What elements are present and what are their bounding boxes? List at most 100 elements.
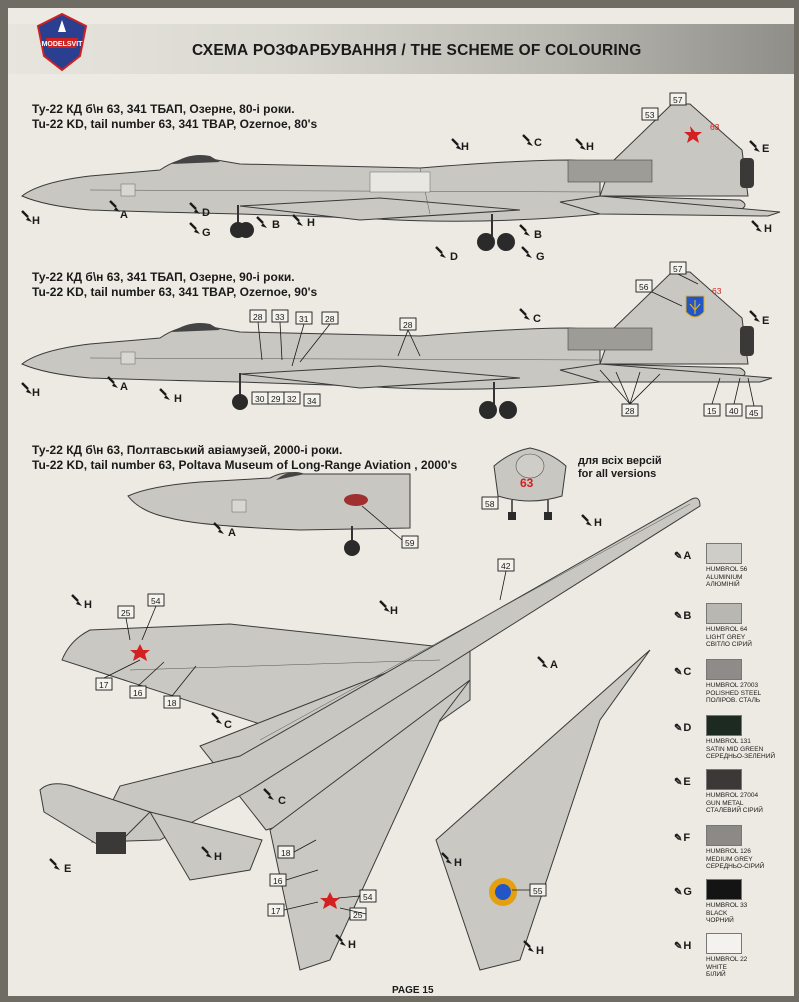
svg-text:63: 63 [520, 476, 534, 490]
decal-54: 54 [363, 892, 373, 902]
decal-17: 17 [99, 680, 109, 690]
paint-letter: A [683, 550, 692, 562]
decal-18: 18 [281, 848, 291, 858]
callout-h: H [586, 141, 594, 153]
decal-30: 30 [255, 394, 265, 404]
callout-h: H [594, 517, 602, 529]
callout-c: C [278, 795, 286, 807]
brush-icon: ✎ [674, 551, 683, 562]
decal-25: 25 [353, 910, 363, 920]
view1-caption: Ту-22 КД б\н 63, 341 ТБАП, Озерне, 80-і … [32, 102, 317, 132]
paint-swatch [706, 603, 742, 624]
paint-swatch [706, 879, 742, 900]
paint-letter: F [683, 832, 691, 844]
decal-42: 42 [501, 561, 511, 571]
decal-58: 58 [485, 499, 495, 509]
svg-text:MODELSVIT: MODELSVIT [42, 41, 84, 48]
brush-icon: ✎ [674, 887, 683, 898]
paint-brand: HUMBROL 33 [706, 902, 748, 909]
decal-57: 57 [673, 95, 683, 105]
paint-brand: HUMBROL 27004 [706, 792, 759, 799]
decal-17: 17 [271, 906, 281, 916]
paint-name-en: GUN METAL [706, 799, 744, 807]
decal-number-boxes: 53 57 57 56 28 33 31 28 28 30 29 32 34 2… [95, 92, 763, 921]
bottom-view-wing [269, 649, 651, 971]
callout-h: H [461, 141, 469, 153]
top-view [39, 497, 701, 881]
brush-icon: ✎ [674, 833, 683, 844]
callout-h: H [32, 387, 40, 399]
paint-name-ua: ПОЛІРОВ. СТАЛЬ [706, 697, 761, 704]
all-versions-note: для всіх версій for all versions [578, 455, 662, 481]
callout-h: H [536, 945, 544, 957]
header-band [8, 24, 794, 74]
paint-brand: HUMBROL 64 [706, 626, 748, 633]
decal-18: 18 [167, 698, 177, 708]
callout-c: C [533, 313, 541, 325]
callout-h: H [84, 599, 92, 611]
callout-h: H [390, 605, 398, 617]
callout-h: H [348, 939, 356, 951]
paint-swatch [706, 543, 742, 564]
view1-caption-ua: Ту-22 КД б\н 63, 341 ТБАП, Озерне, 80-і … [32, 102, 295, 116]
paint-letter: D [683, 722, 692, 734]
callout-g: G [202, 227, 211, 239]
callout-h: H [32, 215, 40, 227]
decal-16: 16 [273, 876, 283, 886]
decal-15: 15 [707, 406, 717, 416]
brush-icon: ✎ [674, 941, 683, 952]
brush-icon: ✎ [674, 667, 683, 678]
brush-icon: ✎ [674, 723, 683, 734]
paint-brand: HUMBROL 131 [706, 738, 751, 745]
decal-59: 59 [405, 538, 415, 548]
paint-letter: B [683, 610, 692, 622]
paint-brand: HUMBROL 126 [706, 848, 751, 855]
callout-g: G [536, 251, 545, 263]
callout-b: B [272, 219, 280, 231]
decal-55: 55 [533, 886, 543, 896]
callout-h: H [214, 851, 222, 863]
decal-16: 16 [133, 688, 143, 698]
decal-57: 57 [673, 264, 683, 274]
view1-caption-en: Tu-22 KD, tail number 63, 341 TBAP, Ozer… [32, 117, 318, 131]
paint-swatch [706, 933, 742, 954]
all-versions-ua: для всіх версій [578, 455, 662, 467]
paint-name-en: WHITE [706, 963, 727, 971]
decal-28: 28 [625, 406, 635, 416]
svg-text:63: 63 [712, 286, 722, 296]
callout-e: E [762, 143, 769, 155]
paint-brand: HUMBROL 27003 [706, 682, 759, 689]
decal-28: 28 [403, 320, 413, 330]
paint-name-en: ALUMINIUM [706, 573, 743, 581]
paint-name-en: MEDIUM GREY [706, 855, 753, 863]
page-title: СХЕМА РОЗФАРБУВАННЯ / THE SCHEME OF COLO… [192, 42, 642, 59]
decal-40: 40 [729, 406, 739, 416]
view3-caption-en: Tu-22 KD, tail number 63, Poltava Museum… [32, 458, 458, 472]
modelsvit-logo: MODELSVIT [36, 12, 88, 72]
callout-h: H [307, 217, 315, 229]
callout-b: B [534, 229, 542, 241]
brush-icon: ✎ [674, 611, 683, 622]
view3-caption: Ту-22 КД б\н 63, Полтавський авіамузей, … [32, 443, 457, 473]
paint-name-ua: СЕРЕДНЬО-ЗЕЛЕНИЙ [706, 753, 776, 760]
front-view-nose-number: 63 [493, 447, 567, 520]
side-view-90s: 63 [21, 271, 773, 419]
side-view-80s: 63 [21, 103, 781, 251]
paint-name-ua: ЧОРНИЙ [706, 917, 734, 924]
decal-56: 56 [639, 282, 649, 292]
paint-swatch [706, 715, 742, 736]
paint-brand: HUMBROL 22 [706, 956, 748, 963]
callout-h: H [174, 393, 182, 405]
view2-caption-ua: Ту-22 КД б\н 63, 341 ТБАП, Озерне, 90-і … [32, 270, 295, 284]
all-versions-en: for all versions [578, 468, 657, 480]
callout-d: D [450, 251, 458, 263]
callout-h: H [764, 223, 772, 235]
decal-25: 25 [121, 608, 131, 618]
paint-name-ua: БІЛИЙ [706, 971, 726, 978]
paint-swatch [706, 659, 742, 680]
paint-name-ua: СЕРЕДНЬО-СІРИЙ [706, 863, 765, 870]
